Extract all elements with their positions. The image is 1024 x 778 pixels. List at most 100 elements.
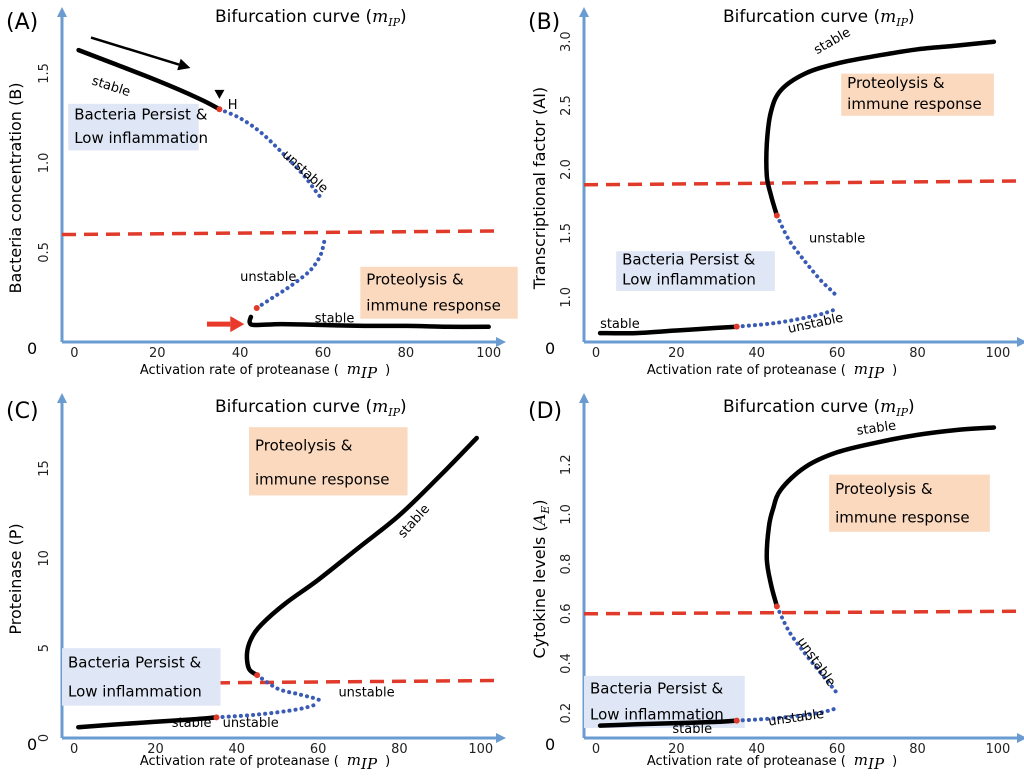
y-tick-label: 0.5 <box>37 242 52 263</box>
stable-branch <box>597 324 739 336</box>
curve-annotation: stable <box>600 317 640 332</box>
bifurcation-point <box>773 212 780 219</box>
unstable-branch <box>217 107 325 203</box>
x-label-text: Activation rate of proteanase ( <box>647 363 846 378</box>
y-tick-label: 1.5 <box>559 223 574 244</box>
region-box-line: Bacteria Persist & <box>74 106 207 124</box>
title-suffix: ) <box>908 397 915 417</box>
panel-title: Bifurcation curve (mIP) <box>723 7 915 29</box>
x-label-suffix: ) <box>385 363 390 378</box>
x-tick-label: 60 <box>315 346 332 361</box>
region-box-line: immune response <box>847 95 982 113</box>
x-label-text: Activation rate of proteanase ( <box>140 754 339 769</box>
x-tick-label: 60 <box>829 346 846 361</box>
bifurcation-point <box>254 672 261 679</box>
region-box-line: Bacteria Persist & <box>590 680 723 698</box>
region-box-line: immune response <box>835 509 970 527</box>
stable-branch <box>247 314 491 330</box>
origin-label: 0 <box>545 735 555 754</box>
panel-letter: (C) <box>6 399 39 424</box>
y-axis-label: Bacteria concentration (B) <box>6 83 25 294</box>
x-tick-label: 40 <box>232 346 249 361</box>
region-box-bacteria-persist: Bacteria Persist & Low inflammation <box>616 251 775 291</box>
x-tick-label: 100 <box>476 346 501 361</box>
region-box-background <box>829 474 990 532</box>
bifurcation-point <box>213 714 220 721</box>
region-box-proteolysis: Proteolysis &immune response <box>249 427 408 496</box>
threshold-line <box>583 609 1019 616</box>
region-box-line: Proteolysis & <box>255 436 353 454</box>
title-suffix: ) <box>908 7 915 27</box>
x-tick-label: 80 <box>398 346 415 361</box>
region-box-background <box>360 266 518 319</box>
x-label-subscript: IP <box>360 364 378 382</box>
bifurcation-point <box>253 304 260 311</box>
y-tick-label: 1.0 <box>559 504 574 525</box>
bifurcation-point <box>773 603 780 610</box>
region-box-proteolysis: Proteolysis &immune response <box>360 266 518 319</box>
x-tick-label: 40 <box>229 742 246 757</box>
x-tick-label: 20 <box>147 742 164 757</box>
x-tick-label: 0 <box>70 346 78 361</box>
x-tick-label: 100 <box>985 742 1010 757</box>
x-tick-label: 20 <box>149 346 166 361</box>
stable-branch <box>244 435 479 678</box>
y-tick-label: 1.0 <box>559 287 574 308</box>
arrow-head <box>177 58 191 71</box>
y-label-suffix: ) <box>530 499 549 505</box>
region-box-bacteria-persist: Bacteria Persist &Low inflammation <box>68 103 208 151</box>
y-label-text: Transcriptional factor (AI) <box>530 87 549 290</box>
curve-annotation: unstable <box>767 707 825 730</box>
panel-letter: (A) <box>6 10 38 35</box>
x-label-math: m <box>854 360 868 378</box>
y-tick-label: 0 <box>37 734 52 742</box>
title-subscript: IP <box>895 406 908 419</box>
region-box-line: Bacteria Persist & <box>68 654 201 672</box>
title-prefix: Bifurcation curve ( <box>215 7 372 27</box>
curve-annotation: stable <box>90 74 132 101</box>
x-tick-label: 80 <box>909 346 926 361</box>
y-label-subscript: E <box>539 506 552 515</box>
unstable-branch <box>774 213 840 300</box>
x-tick-label: 20 <box>668 742 685 757</box>
x-label-subscript: IP <box>867 755 885 773</box>
x-axis-label: Activation rate of proteanase (mIP) <box>140 360 390 382</box>
unstable-branch <box>734 706 840 723</box>
region-box-background <box>249 427 408 496</box>
y-tick-label: 0.2 <box>559 703 574 724</box>
y-tick-label: 1.0 <box>37 153 52 174</box>
region-box-background <box>62 648 221 706</box>
region-box-line: Proteolysis & <box>835 480 933 498</box>
curve-annotation: unstable <box>809 231 865 246</box>
x-tick-label: 0 <box>592 742 600 757</box>
title-prefix: Bifurcation curve ( <box>723 7 880 27</box>
region-box-line: Low inflammation <box>622 271 756 289</box>
panel-title: Bifurcation curve (mIP) <box>215 7 407 29</box>
x-tick-label: 100 <box>468 742 493 757</box>
y-axis-label: Proteinase (P) <box>6 523 25 634</box>
region-box-line: Bacteria Persist & <box>622 251 755 269</box>
title-math: m <box>372 7 388 27</box>
threshold-line <box>583 179 1019 187</box>
title-subscript: IP <box>895 16 908 29</box>
panel-letter: (B) <box>528 10 560 35</box>
region-box-line: Low inflammation <box>68 682 202 700</box>
title-math: m <box>880 397 896 417</box>
y-tick-label: 2.5 <box>559 95 574 116</box>
bifurcation-point <box>733 323 740 330</box>
curve-annotation: H <box>228 98 238 113</box>
region-box-line: Low inflammation <box>590 706 724 724</box>
x-axis-label: Activation rate of proteanase (mIP) <box>647 360 897 382</box>
x-label-math: m <box>854 751 868 769</box>
title-math: m <box>880 7 896 27</box>
panel-title: Bifurcation curve (mIP) <box>215 397 407 419</box>
y-tick-label: 10 <box>37 550 52 567</box>
region-box-line: Proteolysis & <box>366 270 464 288</box>
x-tick-label: 40 <box>749 742 766 757</box>
y-axis-label: Transcriptional factor (AI) <box>530 87 549 290</box>
x-tick-label: 80 <box>391 742 408 757</box>
title-suffix: ) <box>400 397 407 417</box>
